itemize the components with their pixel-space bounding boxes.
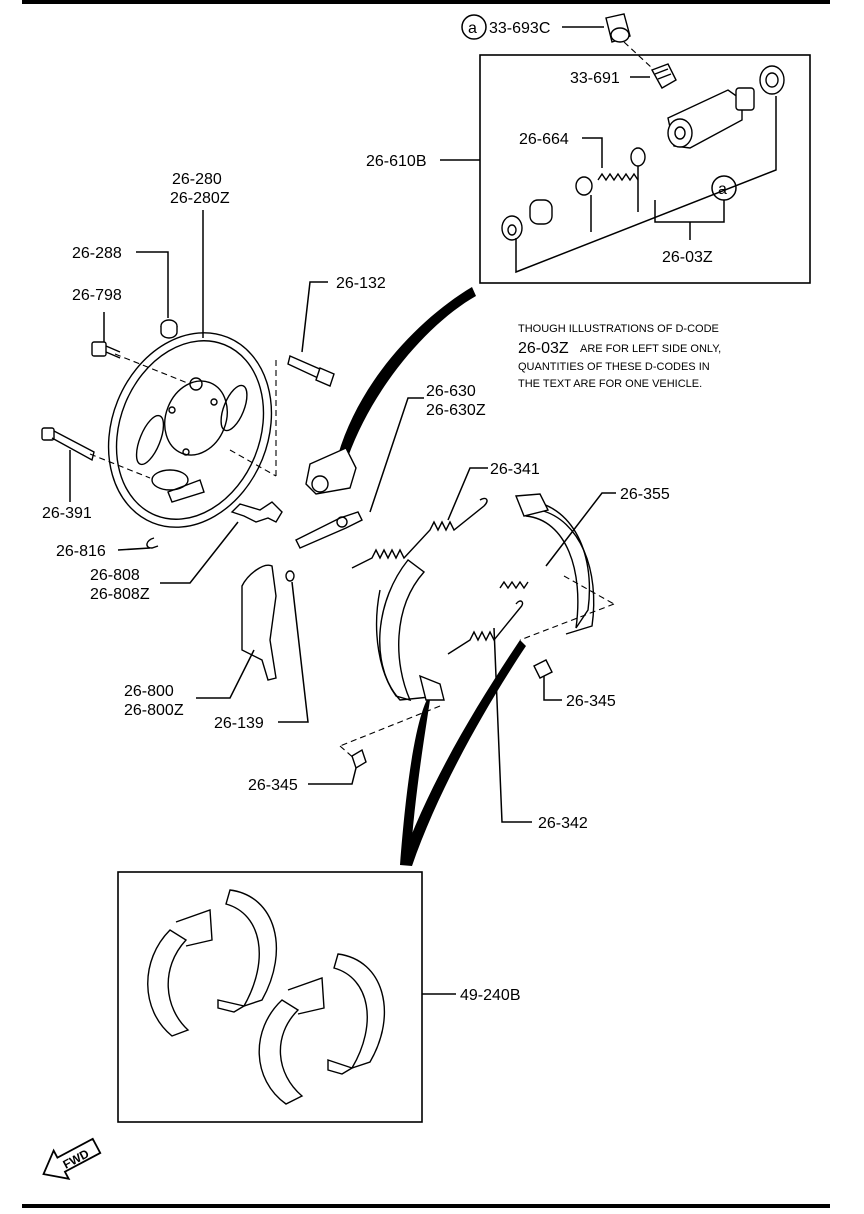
- cup-seal: [630, 147, 646, 167]
- kit-shoe-3: [258, 999, 304, 1105]
- label-26-610b: 26-610B: [366, 153, 427, 170]
- shoe-guide-2: [339, 705, 441, 747]
- clip-26-139: [285, 570, 295, 582]
- bolt-guide-2: [89, 453, 151, 479]
- bottom-rule: [22, 1204, 830, 1208]
- cylinder-spring: [597, 172, 639, 182]
- top-rule: [22, 0, 830, 4]
- label-26-280: 26-280: [172, 171, 222, 188]
- callout-wedge-cylinder: [338, 287, 476, 457]
- label-26-391: 26-391: [42, 505, 92, 522]
- callout-wedge-shoe-a: [400, 690, 434, 865]
- label-26-139: 26-139: [214, 715, 264, 732]
- fwd-arrow: FWD: [42, 1137, 102, 1181]
- note-block: THOUGH ILLUSTRATIONS OF D-CODE 26-03Z AR…: [518, 323, 721, 390]
- brake-shoe-trailing: [514, 493, 595, 635]
- bolt-26-132: [287, 355, 335, 387]
- shoe-kit-inset: [117, 871, 423, 1123]
- adjuster-26-630: [295, 447, 363, 549]
- marker-a-inset: a: [718, 181, 727, 198]
- kit-shoe-1: [147, 929, 190, 1037]
- strut-26-808: [230, 501, 283, 523]
- bolt-26-391: [41, 427, 95, 462]
- backing-plate: [107, 332, 273, 528]
- holddown-26-345-left: [351, 748, 367, 770]
- shoe-kit-box: [117, 871, 423, 1123]
- label-26-345-left: 26-345: [248, 777, 298, 794]
- label-33-693c: 33-693C: [489, 20, 550, 37]
- cap-guide: [623, 41, 653, 69]
- kit-shoe-4: [333, 953, 385, 1070]
- label-26-630z: 26-630Z: [426, 402, 486, 419]
- spring-26-355: [499, 580, 529, 590]
- label-26-808z: 26-808Z: [90, 586, 150, 603]
- spring-26-341: [351, 497, 488, 569]
- label-49-240b: 49-240B: [460, 987, 521, 1004]
- bolt-guide: [114, 353, 191, 385]
- label-26-288: 26-288: [72, 245, 122, 262]
- label-26-800: 26-800: [124, 683, 174, 700]
- plug-26-288: [160, 319, 178, 339]
- label-26-342: 26-342: [538, 815, 588, 832]
- kit-shoe-2: [225, 889, 277, 1008]
- parking-lever: [241, 564, 277, 681]
- wheel-cylinder-body: [667, 65, 785, 149]
- bolt-26-798: [91, 341, 121, 359]
- note-line-3: QUANTITIES OF THESE D-CODES IN: [518, 361, 710, 373]
- label-26-664: 26-664: [519, 131, 569, 148]
- label-26-341: 26-341: [490, 461, 540, 478]
- cup-seal-2: [575, 176, 593, 196]
- label-26-800z: 26-800Z: [124, 702, 184, 719]
- note-line-2-code: 26-03Z: [518, 340, 569, 357]
- wheel-cylinder-inset: [479, 13, 811, 284]
- label-26-280z: 26-280Z: [170, 190, 230, 207]
- label-26-345-right: 26-345: [566, 693, 616, 710]
- marker-a-circle-inset: [711, 175, 737, 201]
- marker-a-circle-top: [461, 14, 487, 40]
- marker-a-top: a: [468, 20, 477, 37]
- inset-box: [479, 54, 811, 284]
- spring-26-342: [447, 600, 524, 655]
- callout-wedge-shoe-b: [400, 640, 526, 866]
- clip-26-816: [146, 537, 159, 549]
- brake-shoe-leading: [375, 559, 445, 702]
- bleeder-cap: [605, 13, 631, 43]
- label-26-798: 26-798: [72, 287, 122, 304]
- label-26-355: 26-355: [620, 486, 670, 503]
- dust-boot: [501, 215, 523, 241]
- holddown-26-345-right: [533, 659, 553, 679]
- note-line-1: THOUGH ILLUSTRATIONS OF D-CODE: [518, 323, 719, 335]
- kit-bracket: [515, 96, 777, 274]
- label-26-808: 26-808: [90, 567, 140, 584]
- piston: [529, 199, 553, 225]
- label-33-691: 33-691: [570, 70, 620, 87]
- bleeder-screw: [650, 63, 677, 89]
- label-26-816: 26-816: [56, 543, 106, 560]
- label-26-03z: 26-03Z: [662, 249, 713, 266]
- note-line-4: THE TEXT ARE FOR ONE VEHICLE.: [518, 378, 702, 390]
- label-26-132: 26-132: [336, 275, 386, 292]
- label-26-630: 26-630: [426, 383, 476, 400]
- note-line-2-rest: ARE FOR LEFT SIDE ONLY,: [580, 343, 721, 355]
